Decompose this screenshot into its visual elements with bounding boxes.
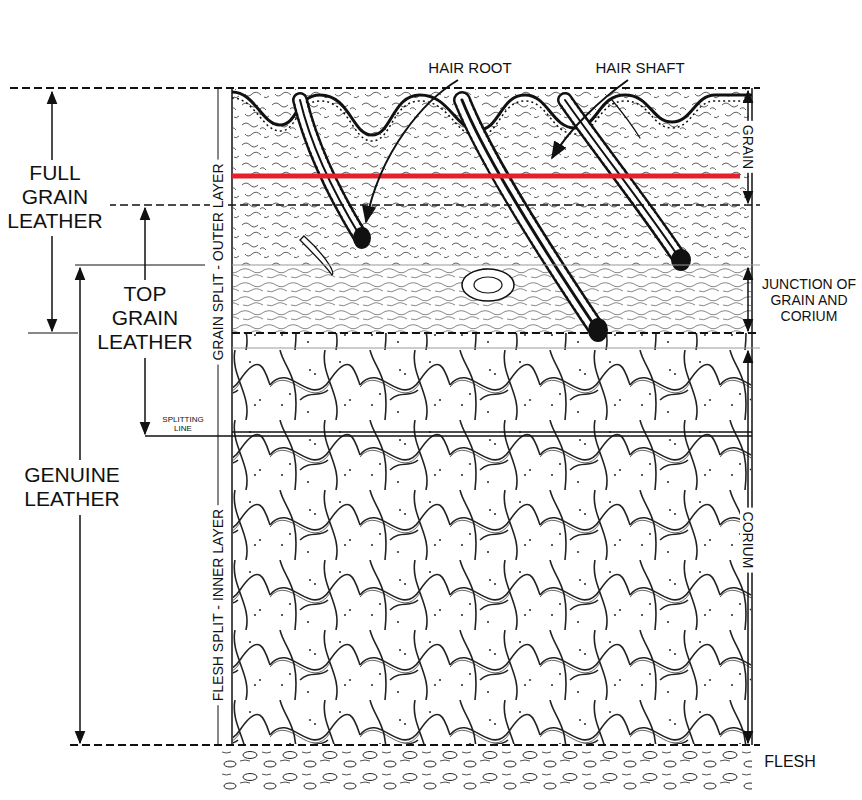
region-label: GRAIN [740, 121, 756, 173]
leather-grade-label: GENUINE LEATHER [17, 463, 127, 511]
callout-label: HAIR SHAFT [591, 59, 688, 76]
callout-label: HAIR ROOT [424, 59, 515, 76]
layer-label: GRAIN SPLIT - OUTER LAYER [210, 159, 226, 364]
splitting-line-label: SPLITTING LINE [158, 415, 208, 433]
layer-label: FLESH SPLIT - INNER LAYER [210, 505, 226, 705]
leather-grade-label: FULL GRAIN LEATHER [0, 161, 110, 233]
region-label: JUNCTION OF GRAIN AND CORIUM [760, 276, 858, 324]
region-label: CORIUM [740, 508, 756, 573]
region-label: FLESH [760, 753, 820, 771]
leather-grade-label: TOP GRAIN LEATHER [95, 282, 195, 354]
